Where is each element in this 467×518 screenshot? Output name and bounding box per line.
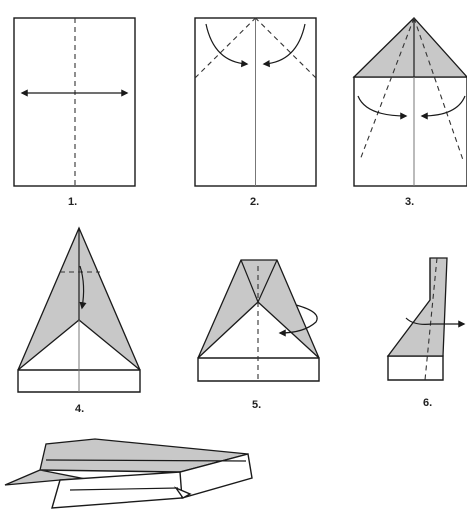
airplane-lower-wing xyxy=(51,471,183,509)
step-1-label: 1. xyxy=(68,196,78,208)
step-5-label: 5. xyxy=(252,399,262,411)
step-6-label: 6. xyxy=(423,397,433,409)
step-3-right-fold-arrow xyxy=(420,95,466,120)
step-3-right-fold-line xyxy=(413,17,464,161)
airplane-body-line xyxy=(69,487,179,491)
step-3-diagram xyxy=(352,17,467,187)
step-6-curl-arrow xyxy=(405,317,433,325)
step-5-folded-body xyxy=(197,259,320,359)
step-2-left-fold-arrow xyxy=(205,23,249,68)
step-3-left-fold-line xyxy=(359,17,415,161)
step-6-wing-fold-line xyxy=(424,257,438,381)
step-2-label: 2. xyxy=(250,196,260,208)
step-2-right-fold-arrow xyxy=(262,23,306,68)
step-4-diagram xyxy=(17,226,141,393)
step-5-left-seam xyxy=(240,259,259,303)
paper-airplane-icon xyxy=(4,438,253,509)
step-6-diagram xyxy=(386,257,466,381)
step-5-diagram xyxy=(197,259,320,382)
step-3-folded-top xyxy=(352,17,467,78)
airplane-tail-fold xyxy=(174,486,192,499)
step-4-fold-arrow xyxy=(79,265,87,310)
step-6-folded-half xyxy=(386,257,448,357)
step-2-diagram xyxy=(194,17,317,187)
step-4-label: 4. xyxy=(75,403,85,415)
step-1-diagram xyxy=(13,17,136,187)
step-5-fold-arrow xyxy=(278,304,318,337)
step-6-bottom-paper xyxy=(387,355,444,381)
airplane-center-crease xyxy=(45,459,247,462)
step-5-right-seam xyxy=(257,259,278,303)
step-3-left-fold-arrow xyxy=(357,95,408,120)
step-3-label: 3. xyxy=(405,196,415,208)
step-3-paper xyxy=(353,76,467,187)
